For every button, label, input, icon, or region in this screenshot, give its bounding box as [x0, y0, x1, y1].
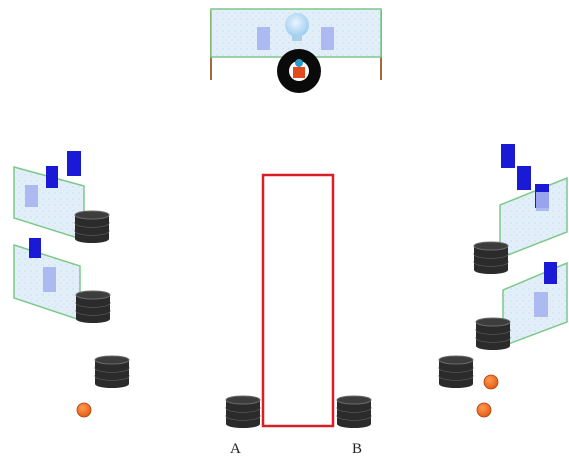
cylinder-stack-icon	[336, 395, 372, 428]
gate-marker-left	[257, 27, 270, 50]
orange-ball-icon	[483, 374, 499, 390]
bulb-icon	[285, 13, 309, 41]
marker-icon	[517, 166, 531, 190]
red-center-rectangle	[261, 173, 335, 428]
cylinder-stack-icon	[75, 290, 111, 323]
right-panel-lower	[502, 261, 568, 348]
marker-icon	[536, 192, 549, 211]
cylinder-stack-icon	[473, 241, 509, 274]
top-gate	[210, 8, 382, 93]
marker-icon	[25, 185, 38, 207]
cylinder-stack-icon	[438, 355, 474, 388]
marker-icon	[29, 238, 41, 258]
orange-ball-icon	[76, 402, 92, 418]
stack-label-b: B	[352, 441, 362, 457]
cylinder-stack-icon	[74, 210, 110, 243]
marker-icon	[534, 292, 548, 317]
gate-marker-right	[321, 27, 334, 50]
left-panel-upper	[13, 151, 85, 242]
stack-label-a: A	[230, 441, 241, 457]
right-panel-upper	[499, 144, 568, 260]
disk-stacks	[74, 210, 511, 428]
orange-ball-icon	[476, 402, 492, 418]
cylinder-stack-icon	[225, 395, 261, 428]
marker-icon	[544, 262, 557, 284]
cylinder-stack-icon	[94, 355, 130, 388]
tire-ring-icon	[277, 49, 321, 93]
marker-icon	[46, 166, 58, 188]
marker-icon	[43, 267, 56, 292]
marker-icon	[501, 144, 515, 168]
cylinder-stack-icon	[475, 317, 511, 350]
marker-icon	[67, 151, 81, 176]
left-panel-lower	[13, 238, 81, 322]
